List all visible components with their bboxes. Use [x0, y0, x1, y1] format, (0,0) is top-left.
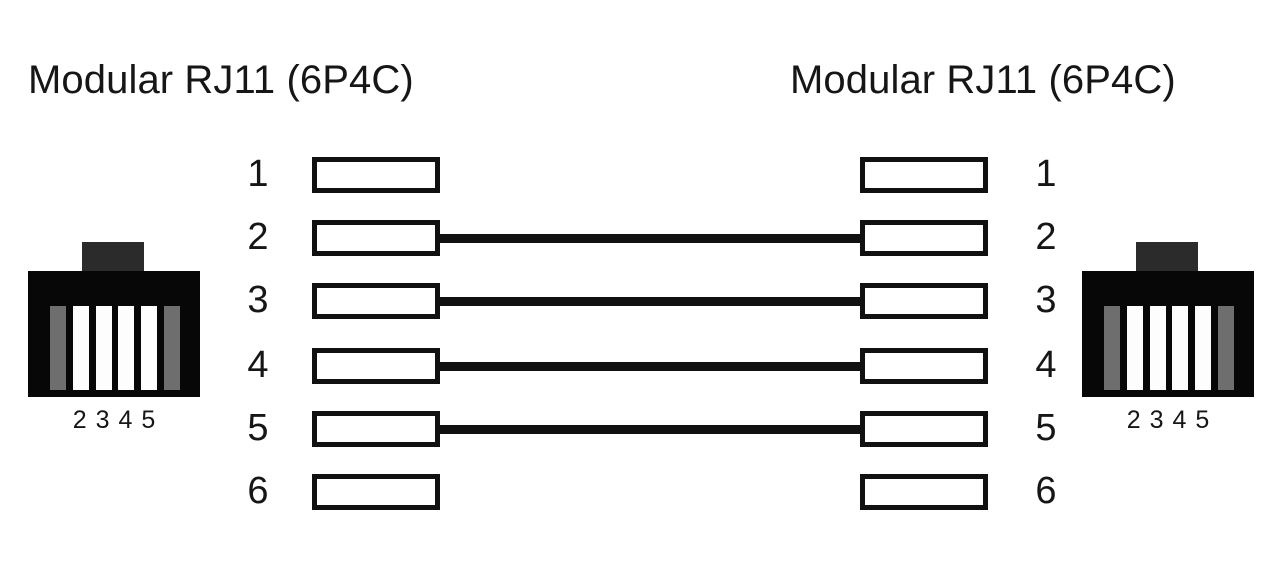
- pin-box-right-3[interactable]: [860, 283, 988, 319]
- pin-box-left-2[interactable]: [312, 220, 440, 256]
- pin-box-right-6[interactable]: [860, 474, 988, 510]
- wire-pin-4-to-pin-4: [436, 361, 864, 371]
- pin-number-right-5: 5: [1035, 407, 1057, 449]
- pin-box-right-5[interactable]: [860, 411, 988, 447]
- connector-label-right-5: 5: [1195, 406, 1210, 434]
- connector-label-right-2: 2: [1126, 406, 1141, 434]
- wire-pin-3-to-pin-3: [436, 296, 864, 306]
- right-connector-title: Modular RJ11 (6P4C): [790, 58, 1176, 102]
- pin-box-left-5[interactable]: [312, 411, 440, 447]
- pin-box-left-6[interactable]: [312, 474, 440, 510]
- pin-number-right-3: 3: [1035, 279, 1057, 321]
- connector-contact-right-4: [1172, 306, 1189, 390]
- connector-contact-right-6: [1217, 306, 1234, 390]
- connector-contact-left-5: [141, 306, 158, 390]
- pin-box-left-1[interactable]: [312, 157, 440, 193]
- connector-contact-right-1: [1104, 306, 1120, 390]
- connector-contact-left-3: [95, 306, 112, 390]
- pin-number-right-4: 4: [1035, 344, 1057, 386]
- wire-pin-2-to-pin-2: [436, 233, 864, 243]
- pin-box-left-3[interactable]: [312, 283, 440, 319]
- wire-pin-5-to-pin-5: [436, 424, 864, 434]
- connector-contact-left-1: [50, 306, 66, 390]
- pin-box-left-4[interactable]: [312, 348, 440, 384]
- connector-contact-right-3: [1149, 306, 1166, 390]
- connector-contact-right-5: [1195, 306, 1212, 390]
- connector-label-left-2: 2: [72, 406, 87, 434]
- connector-pin-contacts-right: [1104, 306, 1234, 390]
- connector-contact-left-6: [163, 306, 180, 390]
- connector-label-right-4: 4: [1172, 406, 1187, 434]
- pin-number-right-1: 1: [1035, 153, 1057, 195]
- pin-number-left-6: 6: [247, 470, 269, 512]
- pin-number-right-6: 6: [1035, 470, 1057, 512]
- connector-label-left-4: 4: [118, 406, 133, 434]
- connector-label-right-3: 3: [1149, 406, 1164, 434]
- left-connector-title: Modular RJ11 (6P4C): [28, 58, 414, 102]
- connector-label-left-5: 5: [141, 406, 156, 434]
- pin-number-right-2: 2: [1035, 216, 1057, 258]
- pin-number-left-5: 5: [247, 407, 269, 449]
- pin-box-right-1[interactable]: [860, 157, 988, 193]
- connector-contact-right-2: [1126, 306, 1143, 390]
- pin-box-right-4[interactable]: [860, 348, 988, 384]
- connector-contact-left-4: [118, 306, 135, 390]
- connector-latch-tab-icon: [82, 242, 144, 274]
- pin-number-left-1: 1: [247, 153, 269, 195]
- pin-number-left-3: 3: [247, 279, 269, 321]
- connector-contact-left-2: [72, 306, 89, 390]
- pin-number-left-2: 2: [247, 216, 269, 258]
- connector-latch-tab-icon: [1136, 242, 1198, 274]
- pin-number-left-4: 4: [247, 344, 269, 386]
- pin-box-right-2[interactable]: [860, 220, 988, 256]
- connector-pin-contacts-left: [50, 306, 180, 390]
- connector-label-left-3: 3: [95, 406, 110, 434]
